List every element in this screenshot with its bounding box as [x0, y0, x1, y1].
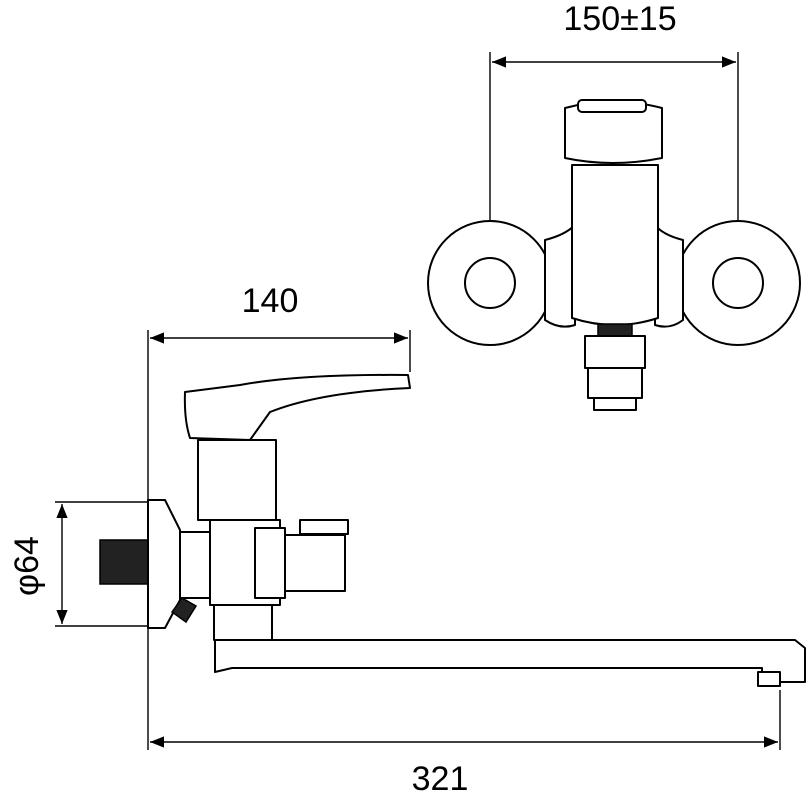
inlet-thread [99, 539, 149, 585]
dimension-label-321: 321 [412, 760, 469, 798]
nut [584, 335, 646, 369]
handle-lever [183, 373, 411, 441]
eccentric-nut [179, 531, 211, 599]
handle-cap [577, 99, 647, 113]
mixer-body [571, 164, 659, 326]
dimension-label-64: φ64 [8, 536, 46, 596]
front-view: 150±15 [427, 0, 801, 411]
aerator [757, 671, 781, 687]
outlet-nipple [587, 367, 643, 399]
diverter-knob [170, 597, 198, 624]
right-connector [654, 224, 684, 328]
left-connector [544, 224, 576, 328]
dimension-label-140: 140 [242, 282, 299, 320]
spout-collar [213, 604, 273, 641]
dimension-label-150: 150±15 [563, 0, 676, 38]
spout [214, 639, 806, 683]
outlet-end [593, 397, 637, 411]
valve-nut [254, 527, 286, 599]
shower-outlet [284, 534, 346, 592]
right-inlet [712, 257, 764, 309]
side-view: 140 φ64 321 [8, 282, 806, 798]
thread [597, 323, 633, 337]
cartridge-body [197, 439, 277, 521]
left-inlet [464, 257, 516, 309]
shower-outlet-cap [299, 519, 349, 535]
